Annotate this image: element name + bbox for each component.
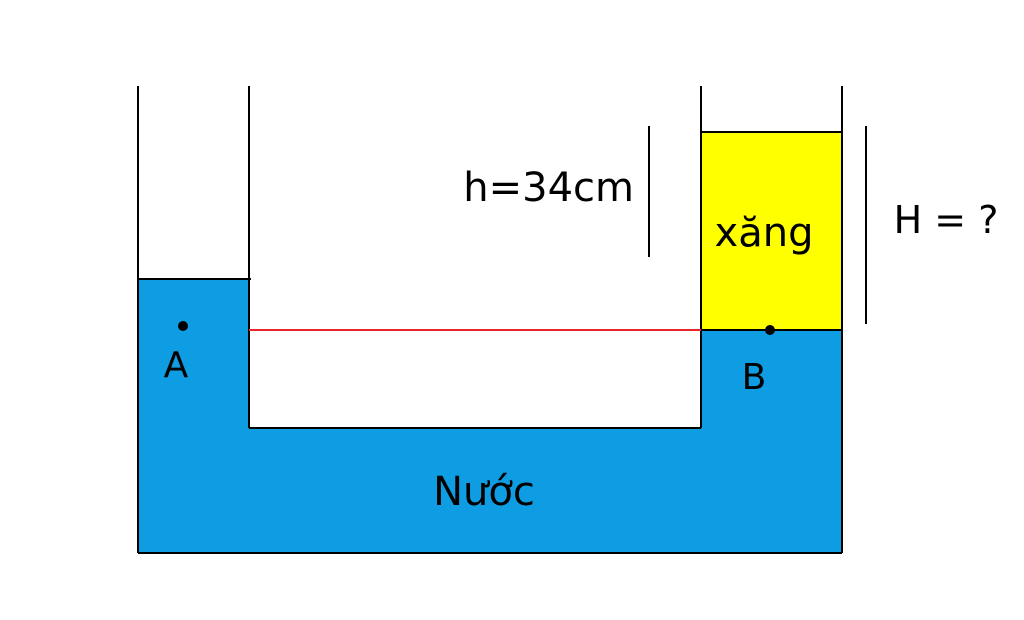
point-a-dot — [178, 321, 188, 331]
gasoline-label: xăng — [715, 210, 814, 256]
water-label: Nước — [433, 469, 535, 515]
point-b-label: B — [742, 357, 767, 398]
h-unknown-label: H = ? — [894, 198, 999, 242]
point-b-dot — [765, 325, 775, 335]
water-region — [138, 279, 842, 553]
point-a-label: A — [164, 345, 189, 386]
h-given-label: h=34cm — [463, 165, 634, 211]
gasoline-column — [701, 132, 842, 330]
